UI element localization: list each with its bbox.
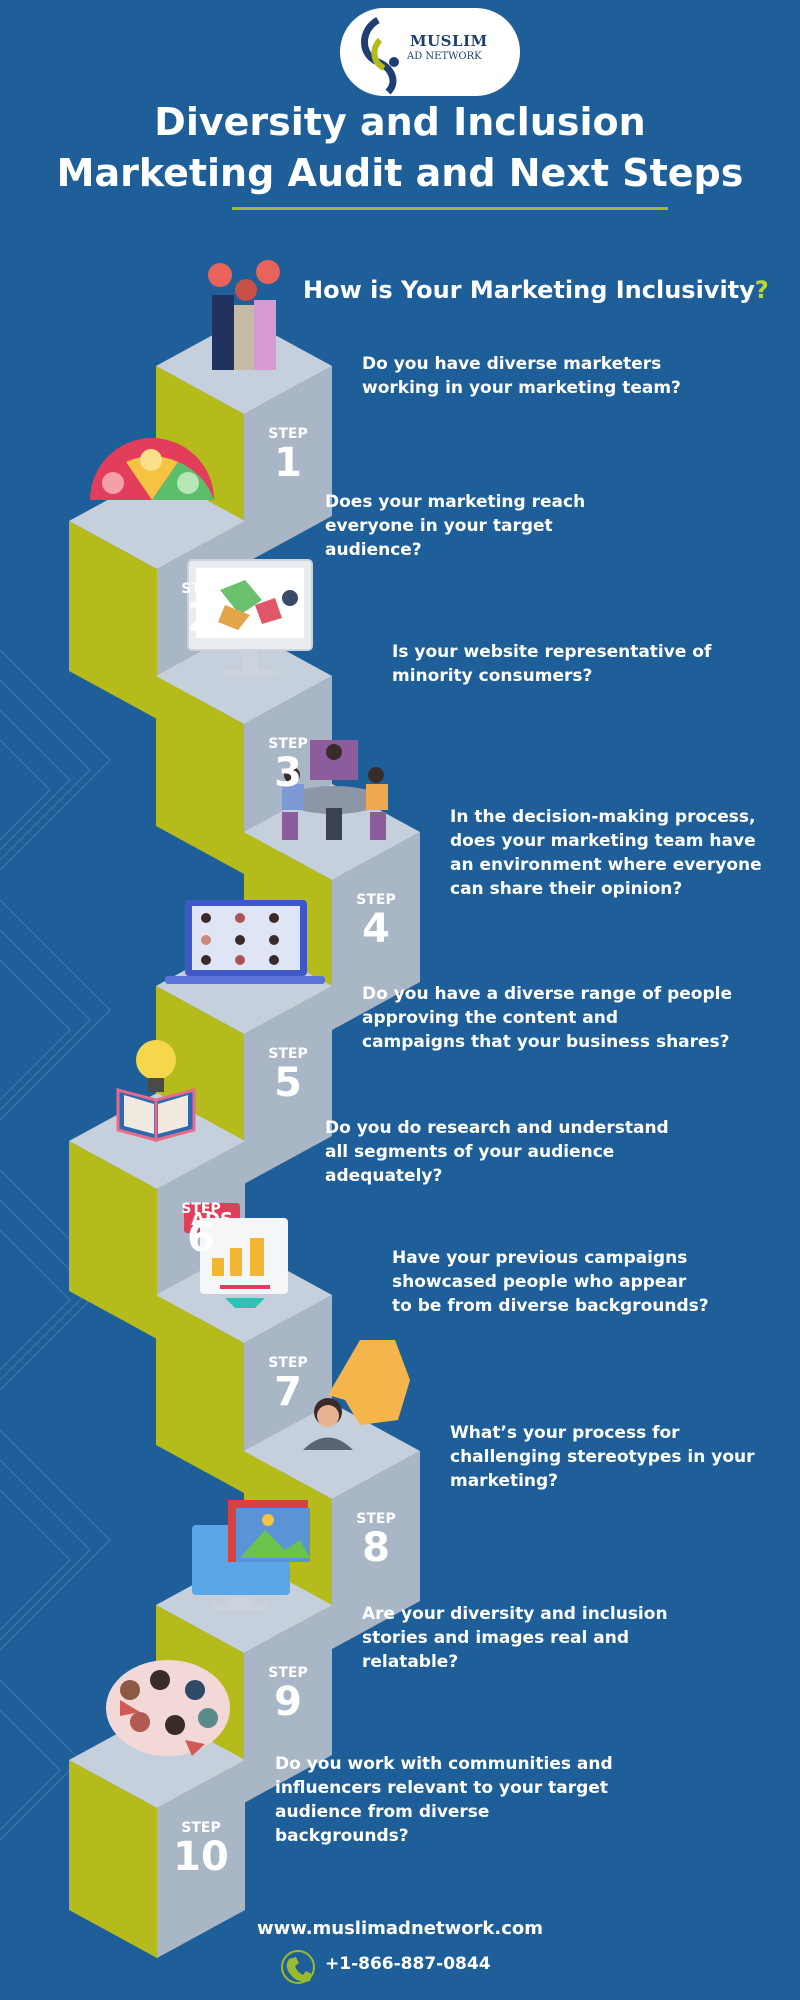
step-2-number: 2 xyxy=(187,595,215,641)
step-10-number: 10 xyxy=(173,1834,229,1880)
step-7-number: 7 xyxy=(274,1369,302,1415)
question-line: Have your previous campaigns xyxy=(392,1248,688,1268)
video-call-laptop-icon xyxy=(165,900,325,984)
step-3-label: STEP xyxy=(268,736,308,752)
logo-subtitle: AD NETWORK xyxy=(407,51,482,62)
question-line: Are your diversity and inclusion xyxy=(362,1604,668,1624)
question-line: challenging stereotypes in your xyxy=(450,1447,755,1467)
question-line: everyone in your target xyxy=(325,516,553,536)
step-1-number: 1 xyxy=(274,440,302,486)
step-5-question: Do you have a diverse range of people app… xyxy=(362,982,732,1054)
step-block-right-face xyxy=(157,1760,245,1958)
question-line: Is your website representative of xyxy=(392,642,712,662)
step-4-label: STEP xyxy=(356,892,396,908)
page-title-line-1: Diversity and Inclusion xyxy=(154,100,646,144)
step-block-top-face xyxy=(244,1403,420,1499)
team-meeting-icon xyxy=(282,740,388,840)
question-line: Does your marketing reach xyxy=(325,492,586,512)
step-5-label: STEP xyxy=(268,1046,308,1062)
question-line: marketing? xyxy=(450,1471,559,1491)
step-5-number: 5 xyxy=(274,1060,302,1106)
question-line: Do you work with communities and xyxy=(275,1754,613,1774)
step-block-right-face xyxy=(244,986,332,1184)
step-6-number: 6 xyxy=(187,1215,215,1261)
image-gallery-icon xyxy=(192,1500,310,1610)
step-6-label: STEP xyxy=(181,1201,221,1217)
step-8-number: 8 xyxy=(362,1525,390,1571)
question-line: In the decision-making process, xyxy=(450,807,756,827)
question-line: all segments of your audience xyxy=(325,1142,615,1162)
rating-faces-icon xyxy=(90,438,214,500)
step-block-right-face xyxy=(332,832,420,1030)
page-title-line-2: Marketing Audit and Next Steps xyxy=(56,151,744,195)
step-block-left-face xyxy=(69,1760,157,1958)
question-line: What’s your process for xyxy=(450,1423,680,1443)
website-link[interactable]: www.muslimadnetwork.com xyxy=(256,1918,544,1939)
step-1-label: STEP xyxy=(268,426,308,442)
step-10-question: Do you work with communities and influenc… xyxy=(275,1752,613,1848)
step-block-left-face xyxy=(156,676,244,874)
question-line: backgrounds? xyxy=(275,1826,409,1846)
step-4-question: In the decision-making process, does your… xyxy=(450,805,762,901)
section-heading: How is Your Marketing Inclusivity? xyxy=(303,276,769,304)
question-line: does your marketing team have xyxy=(450,831,756,851)
diverse-community-icon xyxy=(106,1660,230,1756)
question-line: approving the content and xyxy=(362,1008,619,1028)
question-line: stories and images real and xyxy=(362,1628,629,1648)
question-line: Do you have a diverse range of people xyxy=(362,984,733,1004)
step-3-number: 3 xyxy=(274,750,302,796)
step-block-left-face xyxy=(69,1141,157,1339)
step-2-question: Does your marketing reach everyone in you… xyxy=(325,490,585,562)
step-6-question: Do you do research and understand all seg… xyxy=(325,1116,669,1188)
step-1-question: Do you have diverse marketers working in … xyxy=(362,352,681,400)
step-8-question: What’s your process for challenging stere… xyxy=(450,1421,755,1493)
hand-person-icon xyxy=(303,1340,410,1450)
step-9-question: Are your diversity and inclusion stories … xyxy=(362,1602,668,1674)
step-2-label: STEP xyxy=(181,581,221,597)
question-line: to be from diverse backgrounds? xyxy=(392,1296,709,1316)
ads-chart-icon: ADS xyxy=(184,1203,288,1308)
question-line: showcased people who appear xyxy=(392,1272,687,1292)
question-line: relatable? xyxy=(362,1652,459,1672)
step-block-right-face xyxy=(244,1605,332,1803)
question-line: can share their opinion? xyxy=(450,879,683,899)
step-block-left-face xyxy=(156,1295,244,1493)
title-underline xyxy=(232,207,668,210)
question-line: Do you have diverse marketers xyxy=(362,354,662,374)
question-line: campaigns that your business shares? xyxy=(362,1032,730,1052)
question-line: adequately? xyxy=(325,1166,443,1186)
step-block-left-face xyxy=(69,521,157,719)
question-line: influencers relevant to your target xyxy=(275,1778,608,1798)
website-monitor-icon xyxy=(187,559,313,676)
step-7-question: Have your previous campaigns showcased pe… xyxy=(392,1246,709,1318)
step-8-label: STEP xyxy=(356,1511,396,1527)
phone-number[interactable]: +1-866-887-0844 xyxy=(325,1954,491,1974)
question-line: Do you do research and understand xyxy=(325,1118,669,1138)
raised-hands-icon xyxy=(208,260,280,370)
step-7-label: STEP xyxy=(268,1355,308,1371)
logo-title: MUSLIM xyxy=(410,32,488,50)
step-4-number: 4 xyxy=(362,906,390,952)
step-9-label: STEP xyxy=(268,1665,308,1681)
question-line: minority consumers? xyxy=(392,666,593,686)
question-line: working in your marketing team? xyxy=(362,378,681,398)
question-line: audience from diverse xyxy=(275,1802,490,1822)
book-lightbulb-icon xyxy=(116,1040,196,1142)
step-block-right-face xyxy=(244,366,332,564)
step-block-right-face xyxy=(332,1451,420,1649)
step-9-number: 9 xyxy=(274,1679,302,1725)
question-line: an environment where everyone xyxy=(450,855,762,875)
step-3-question: Is your website representative of minorit… xyxy=(392,640,711,688)
question-line: audience? xyxy=(325,540,422,560)
step-10-label: STEP xyxy=(181,1820,221,1836)
